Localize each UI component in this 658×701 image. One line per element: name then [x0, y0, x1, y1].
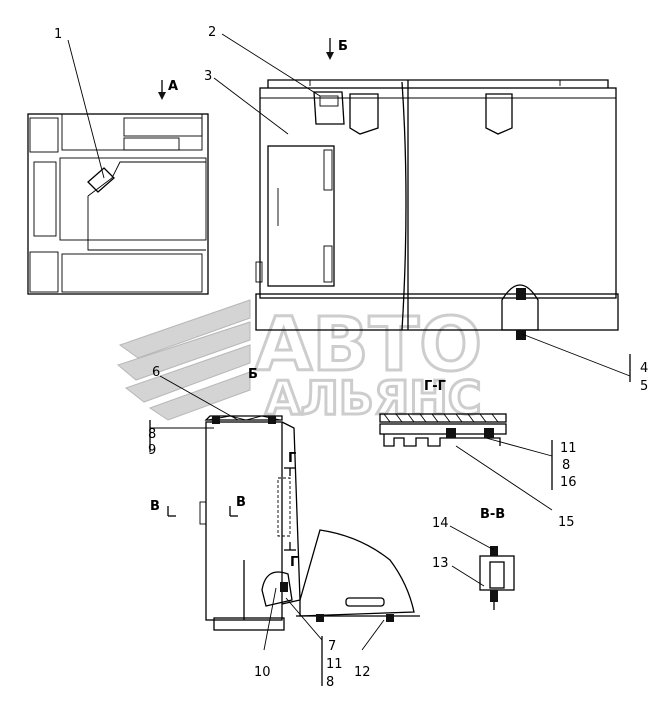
callout-8a: 8 — [148, 427, 156, 442]
callout-11b: 11 — [326, 657, 343, 672]
leader-lines — [67, 33, 631, 686]
section-label-vv: В-В — [480, 507, 505, 522]
callout-8c: 8 — [326, 675, 334, 690]
view-label-v: В — [150, 499, 160, 514]
section-vv — [479, 546, 515, 610]
watermark-logo — [116, 299, 251, 421]
watermark: АВТО АЛЬЯНС — [116, 299, 484, 427]
view-label-g: Г — [288, 451, 296, 466]
section-label-gg: Г-Г — [424, 379, 446, 394]
callout-1: 1 — [54, 27, 62, 42]
view-a-plan — [27, 80, 209, 295]
view-label-a: А — [168, 79, 178, 94]
callout-2: 2 — [208, 25, 216, 40]
callout-15: 15 — [558, 515, 575, 530]
callout-9: 9 — [148, 443, 156, 458]
toolbox-side-view — [255, 38, 619, 340]
callout-12: 12 — [354, 665, 371, 680]
section-gg — [379, 413, 507, 447]
callout-6: 6 — [152, 365, 160, 380]
watermark-line2: АЛЬЯНС — [265, 371, 482, 425]
view-label-g2: Г — [290, 555, 298, 570]
view-label-b: Б — [338, 39, 348, 54]
callout-11a: 11 — [560, 441, 577, 456]
callout-8b: 8 — [562, 458, 570, 473]
callout-7: 7 — [328, 639, 336, 654]
callout-13: 13 — [432, 556, 449, 571]
callout-5: 5 — [640, 379, 648, 394]
view-label-b2: Б — [248, 367, 258, 382]
callout-4: 4 — [640, 361, 648, 376]
callout-3: 3 — [204, 69, 212, 84]
bracket-side-view — [167, 415, 420, 631]
callout-10: 10 — [254, 665, 271, 680]
callout-14: 14 — [432, 516, 449, 531]
watermark-line1: АВТО — [255, 302, 482, 388]
view-label-v2: В — [236, 495, 246, 510]
callout-16: 16 — [560, 475, 577, 490]
